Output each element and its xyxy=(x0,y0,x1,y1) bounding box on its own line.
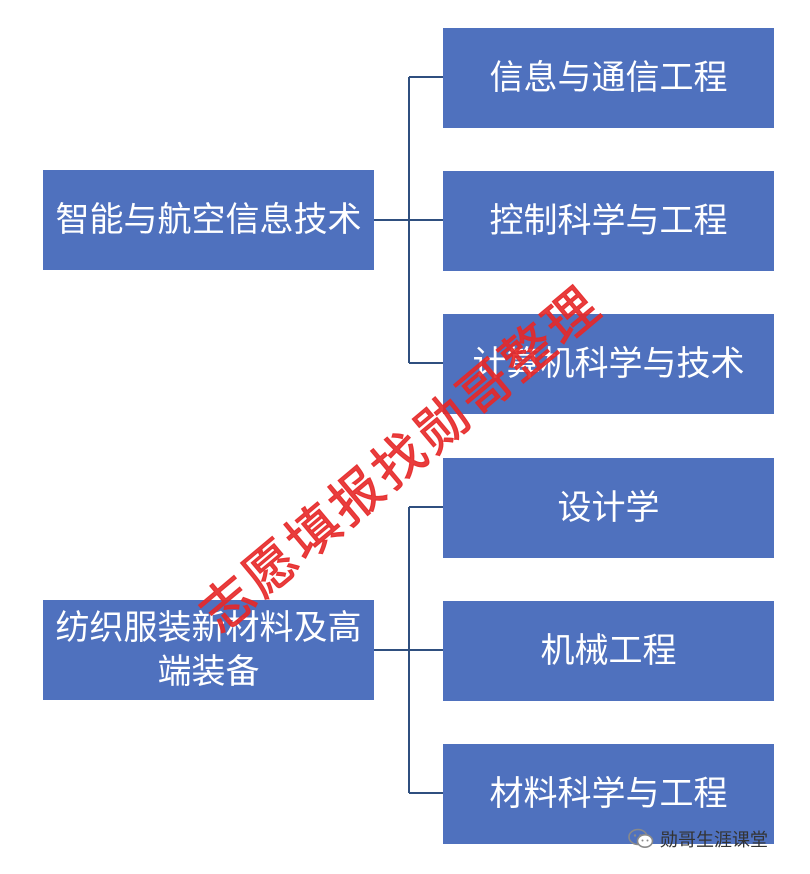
root-node-textile: 纺织服装新材料及高端装备 xyxy=(43,600,374,700)
child-node-info-comm: 信息与通信工程 xyxy=(443,28,774,128)
child-node-design: 设计学 xyxy=(443,458,774,558)
child-node-computer: 计算机科学与技术 xyxy=(443,314,774,414)
child-node-label: 设计学 xyxy=(557,488,660,528)
child-node-label: 机械工程 xyxy=(540,631,677,671)
child-node-control: 控制科学与工程 xyxy=(443,171,774,271)
child-node-label: 控制科学与工程 xyxy=(489,201,728,241)
child-node-materials: 材料科学与工程 xyxy=(443,744,774,844)
root-node-label: 智能与航空信息技术 xyxy=(55,200,362,240)
wechat-icon xyxy=(628,828,654,848)
footer-text: 勋哥生涯课堂 xyxy=(660,830,768,851)
root-node-smart-aviation: 智能与航空信息技术 xyxy=(43,170,374,270)
child-node-label: 计算机科学与技术 xyxy=(472,344,745,384)
child-node-label: 信息与通信工程 xyxy=(489,58,728,98)
root-node-label: 纺织服装新材料及高端装备 xyxy=(55,608,362,692)
child-node-label: 材料科学与工程 xyxy=(489,774,728,814)
child-node-mechanical: 机械工程 xyxy=(443,601,774,701)
footer-brand: 勋哥生涯课堂 xyxy=(628,826,768,852)
